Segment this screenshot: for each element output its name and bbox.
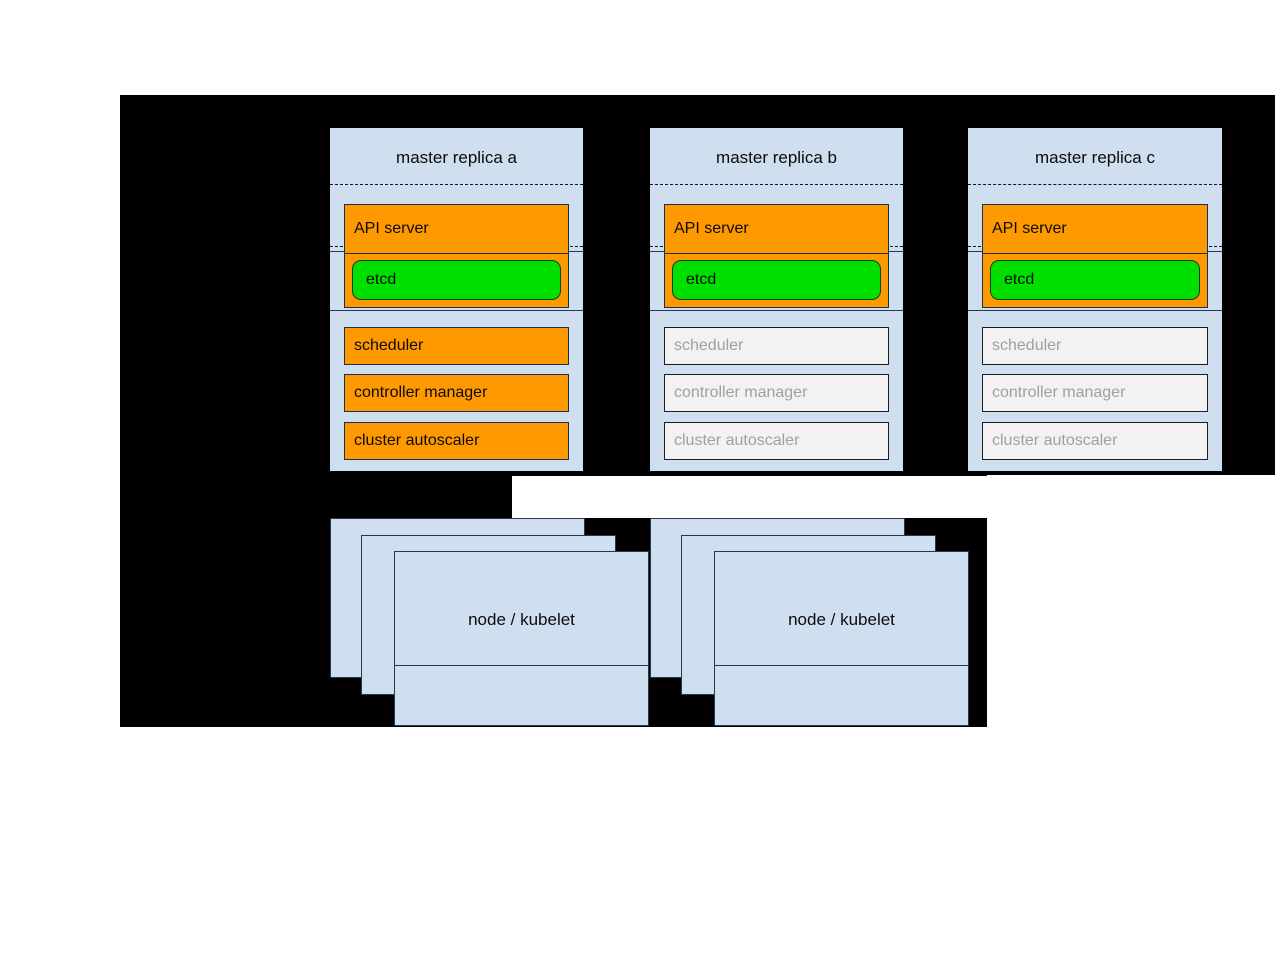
node-label: node / kubelet bbox=[468, 610, 575, 629]
controller-manager-a[interactable]: controller manager bbox=[344, 374, 569, 412]
backdrop-notch bbox=[512, 476, 1280, 518]
replica-title: master replica b bbox=[716, 148, 837, 167]
master-replica-a[interactable]: master replica a API server etcd schedul… bbox=[330, 128, 583, 471]
replica-divider-top bbox=[330, 184, 583, 185]
replica-divider-top bbox=[650, 184, 903, 185]
node-card-rule bbox=[715, 665, 968, 666]
node-group-1[interactable]: node / kubelet bbox=[330, 518, 660, 728]
etcd-b[interactable]: etcd bbox=[672, 260, 881, 300]
cluster-autoscaler-b[interactable]: cluster autoscaler bbox=[664, 422, 889, 460]
etcd-c[interactable]: etcd bbox=[990, 260, 1200, 300]
api-server-a[interactable]: API server bbox=[344, 204, 569, 254]
replica-title: master replica a bbox=[396, 148, 517, 167]
replica-rule-b bbox=[650, 310, 903, 311]
node-group-2[interactable]: node / kubelet bbox=[650, 518, 980, 728]
scheduler-a[interactable]: scheduler bbox=[344, 327, 569, 365]
api-server-c[interactable]: API server bbox=[982, 204, 1208, 254]
replica-rule-b bbox=[968, 310, 1222, 311]
node-label: node / kubelet bbox=[788, 610, 895, 629]
replica-rule-b bbox=[330, 310, 583, 311]
node-card-front[interactable]: node / kubelet bbox=[394, 551, 649, 726]
master-replica-c[interactable]: master replica c API server etcd schedul… bbox=[968, 128, 1222, 471]
api-server-b[interactable]: API server bbox=[664, 204, 889, 254]
controller-manager-b[interactable]: controller manager bbox=[664, 374, 889, 412]
scheduler-c[interactable]: scheduler bbox=[982, 327, 1208, 365]
node-card-rule bbox=[395, 665, 648, 666]
scheduler-b[interactable]: scheduler bbox=[664, 327, 889, 365]
replica-title: master replica c bbox=[1035, 148, 1155, 167]
controller-manager-c[interactable]: controller manager bbox=[982, 374, 1208, 412]
cluster-autoscaler-c[interactable]: cluster autoscaler bbox=[982, 422, 1208, 460]
etcd-a[interactable]: etcd bbox=[352, 260, 561, 300]
master-replica-b[interactable]: master replica b API server etcd schedul… bbox=[650, 128, 903, 471]
replica-divider-top bbox=[968, 184, 1222, 185]
cluster-autoscaler-a[interactable]: cluster autoscaler bbox=[344, 422, 569, 460]
node-card-front[interactable]: node / kubelet bbox=[714, 551, 969, 726]
